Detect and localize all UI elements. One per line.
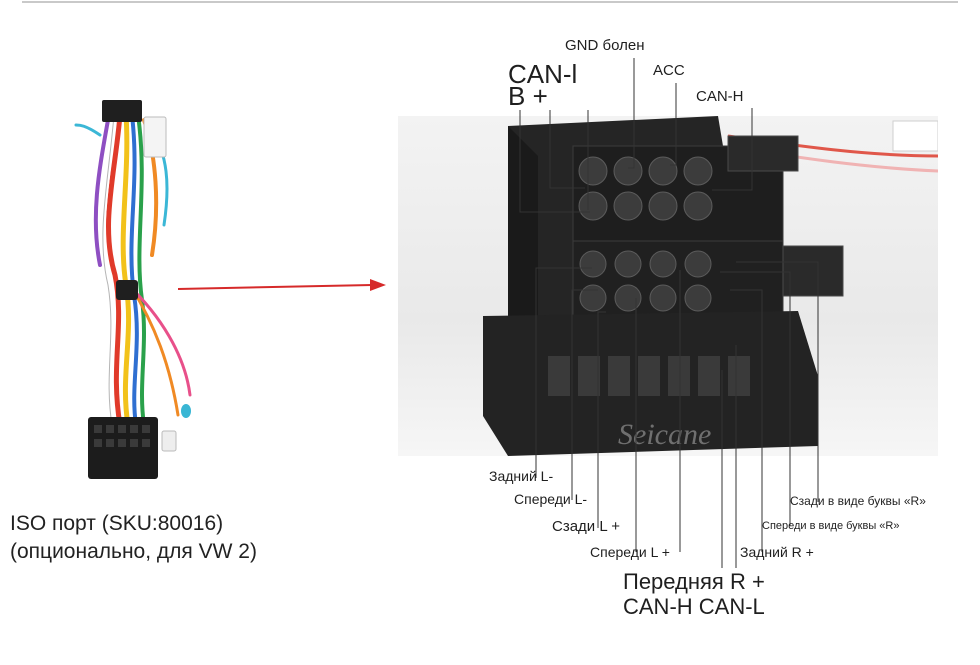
label-rear-r-minus: Сзади в виде буквы «R» [790,494,926,508]
label-gnd: GND болен [565,37,645,54]
wire-harness-image [74,100,192,479]
label-can-h-can-l: CAN-H CAN-L [623,594,765,619]
connector-photo: Seicane [398,116,938,456]
inline-connector [116,280,138,300]
label-front-l-plus: Спереди L + [590,544,670,560]
top-divider [22,1,958,3]
label-rear-r-plus: Задний R + [740,544,814,560]
label-rear-l-minus: Задний L- [489,468,554,484]
label-front-r-plus: Передняя R + [623,569,765,594]
watermark: Seicane [618,418,711,451]
top-connector [102,100,142,122]
white-plug [143,116,167,158]
small-plug [161,430,177,452]
label-acc: ACC [653,62,685,79]
label-b-plus: B + [508,81,548,111]
label-rear-l-plus: Сзади L + [552,518,621,535]
label-can-h-top: CAN-H [696,88,744,105]
product-caption: ISO порт (SKU:80016) (опционально, для V… [10,512,257,563]
sensor-tip [181,404,191,418]
iso-connector [88,417,158,479]
label-can-l: CAN-l [508,59,578,89]
label-front-r-minus: Спереди в виде буквы «R» [762,520,900,532]
label-front-l-minus: Спереди L- [514,491,588,507]
